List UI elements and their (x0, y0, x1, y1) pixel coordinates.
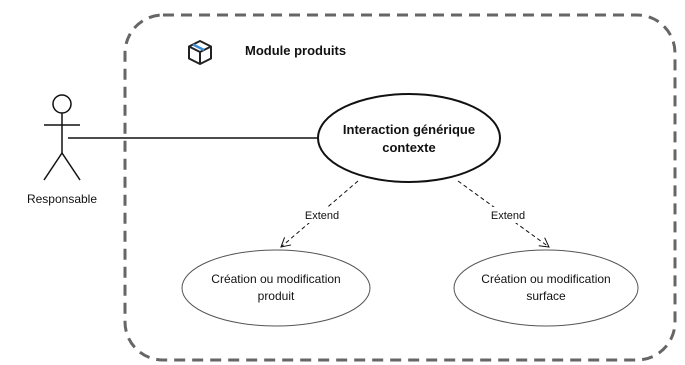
package-box-icon (188, 40, 212, 65)
use-case-produit-line2: produit (258, 289, 295, 303)
use-case-produit-line1: Création ou modification (211, 272, 340, 286)
use-case-surface-line2: surface (526, 289, 566, 303)
extend-label-left: Extend (305, 210, 339, 222)
use-case-main[interactable] (317, 93, 501, 183)
module-title: Module produits (245, 43, 346, 58)
use-case-surface[interactable] (453, 249, 639, 327)
use-case-main-line1: Interaction générique (343, 122, 475, 137)
actor-label: Responsable (27, 192, 97, 206)
use-case-produit[interactable] (181, 249, 371, 327)
use-case-main-line2: contexte (382, 140, 435, 155)
extend-label-right-bg (484, 207, 532, 223)
extend-label-left-bg (298, 207, 346, 223)
actor-head (52, 94, 72, 114)
extend-label-right: Extend (491, 210, 525, 222)
actor-stick-figure (43, 94, 81, 181)
use-case-surface-line1: Création ou modification (481, 272, 610, 286)
system-boundary (123, 13, 677, 362)
actor-right-leg (61, 152, 81, 181)
actor-left-leg (43, 152, 63, 181)
